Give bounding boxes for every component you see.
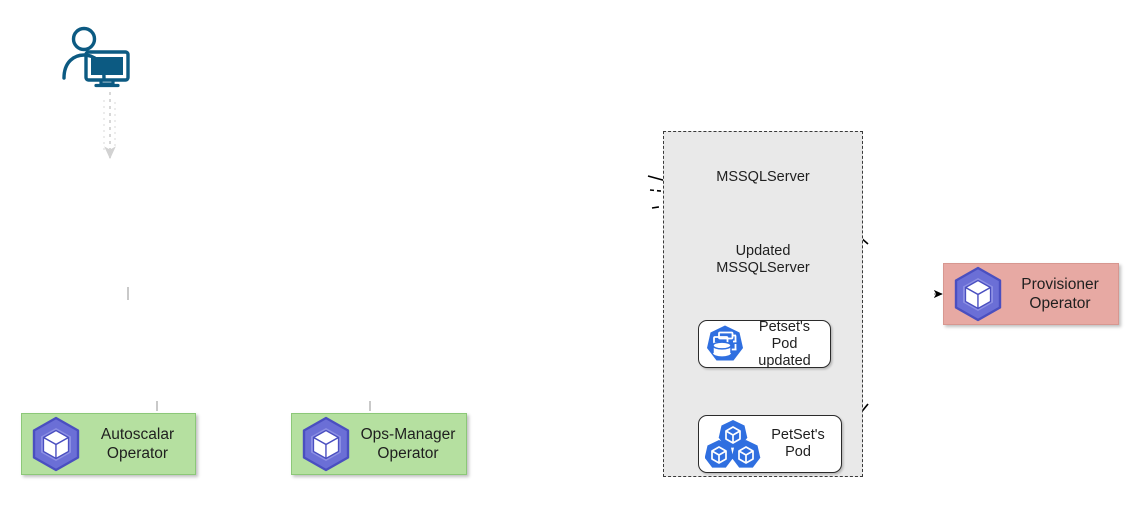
operator-box-opsmanager[interactable]: Ops-Manager Operator	[291, 413, 467, 475]
residual-tick-mark	[127, 287, 129, 300]
operator-label-provisioner: Provisioner Operator	[1021, 276, 1099, 312]
residual-tick-mark	[156, 401, 158, 411]
user-workstation-icon	[60, 26, 132, 88]
resource-label-petset-pod-updated: Petset's Pod updated	[758, 318, 811, 369]
residual-tick-mark	[369, 401, 371, 411]
label-updated-mssqlserver: Updated MSSQLServer	[716, 243, 810, 276]
connector-user-down	[103, 92, 116, 160]
resource-box-petset-pod-updated[interactable]: Petset's Pod updated	[698, 318, 831, 369]
resource-label-petset-pod: PetSet's Pod	[771, 427, 825, 460]
label-mssqlserver: MSSQLServer	[716, 169, 810, 185]
operator-cube-icon	[298, 416, 354, 472]
operator-cube-icon	[950, 266, 1006, 322]
operator-cube-icon	[28, 416, 84, 472]
operator-label-autoscalar: Autoscalar Operator	[100, 426, 175, 462]
operator-box-autoscalar[interactable]: Autoscalar Operator	[21, 413, 196, 475]
resource-box-petset-pod[interactable]: PetSet's Pod	[698, 415, 842, 473]
pods-icon	[705, 418, 761, 470]
operator-label-opsmanager: Ops-Manager Operator	[360, 426, 456, 462]
statefulset-icon	[705, 324, 745, 364]
operator-box-provisioner[interactable]: Provisioner Operator	[943, 263, 1119, 325]
